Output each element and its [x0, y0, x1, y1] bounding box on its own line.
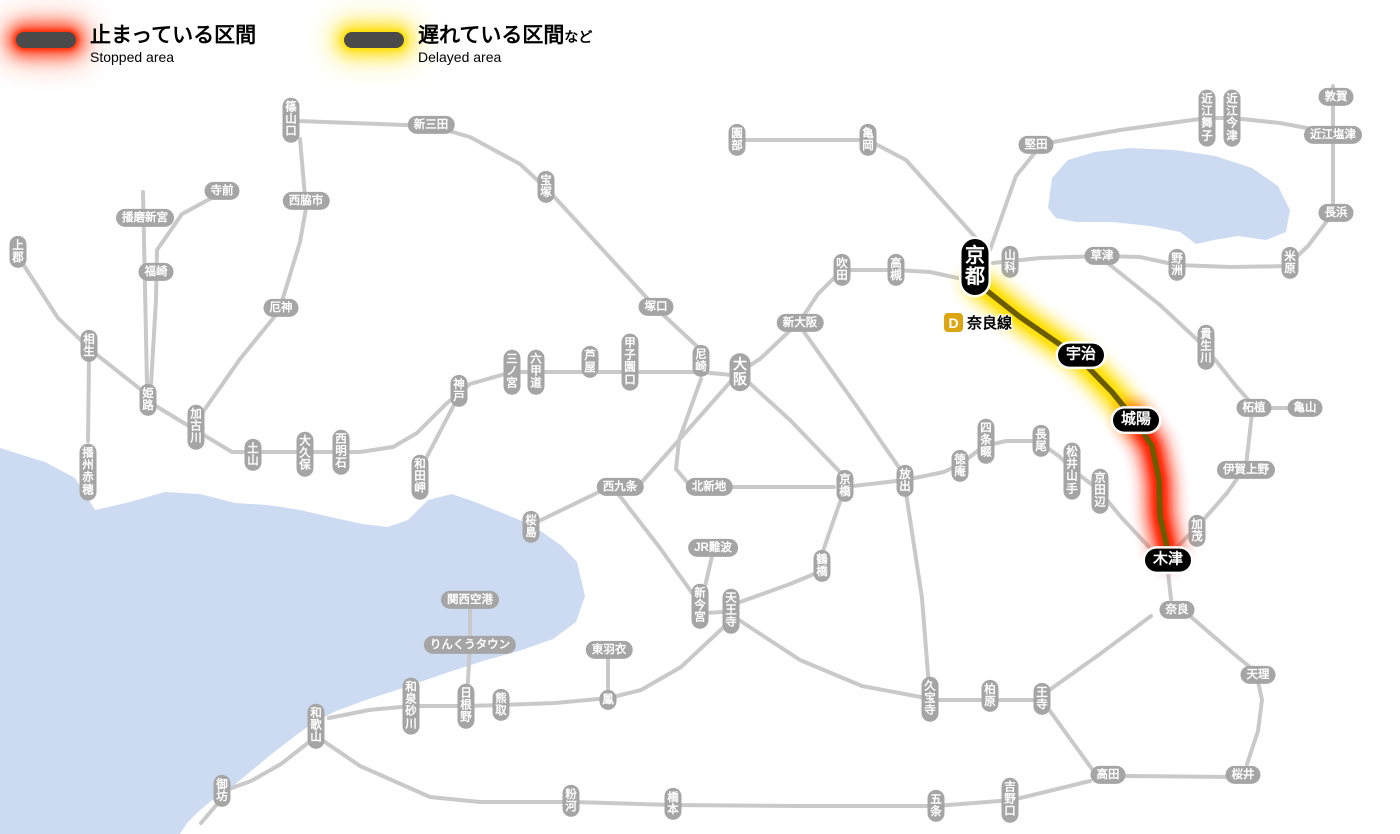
- legend-delayed-text: 遅れている区間など Delayed area: [418, 24, 592, 65]
- legend-stopped: 止まっている区間 Stopped area: [16, 24, 256, 65]
- delayed-line-sample-icon: [344, 32, 404, 48]
- legend-delayed-label-en: Delayed area: [418, 49, 502, 66]
- legend-delayed-label-suffix: など: [564, 29, 593, 45]
- legend-delayed-label-ja: 遅れている区間など: [418, 24, 593, 47]
- legend-stopped-label-en: Stopped area: [90, 49, 175, 66]
- legend-delayed: 遅れている区間など Delayed area: [344, 24, 592, 65]
- line-name-label: 奈良線: [967, 315, 1013, 332]
- stopped-line-sample-icon: [16, 32, 76, 48]
- line-badge-nara-line: D 奈良線: [944, 312, 1012, 333]
- legend-stopped-label-ja: 止まっている区間: [90, 24, 257, 47]
- line-letter-icon: D: [944, 313, 963, 332]
- legend-stopped-text: 止まっている区間 Stopped area: [90, 24, 256, 65]
